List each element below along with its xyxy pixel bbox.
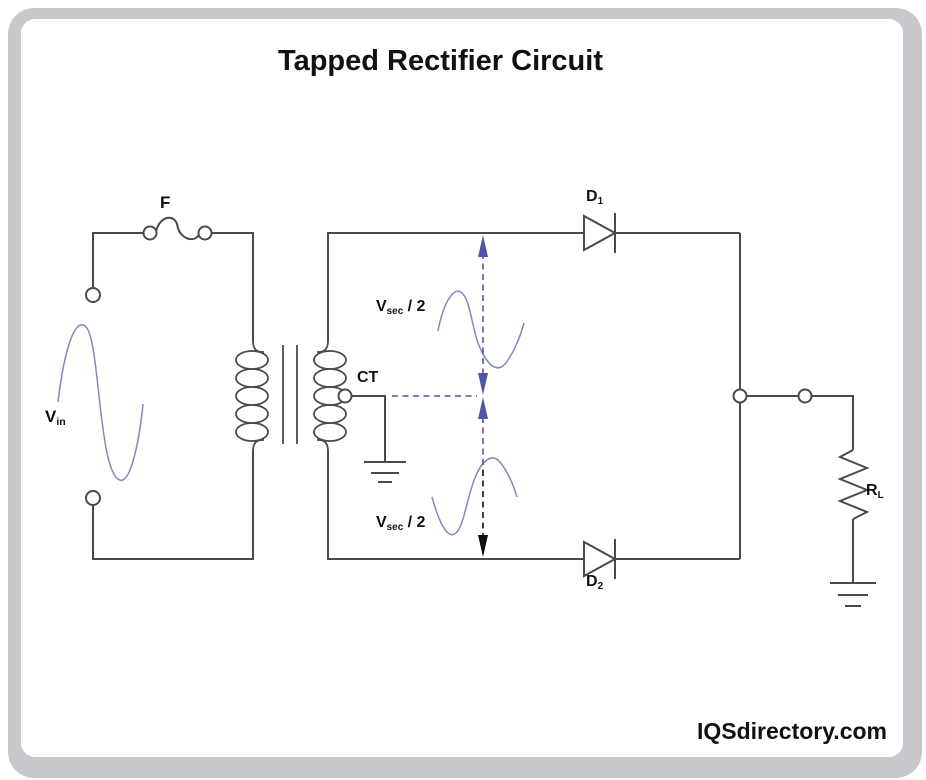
ground-symbol-load (830, 582, 876, 607)
output-node (732, 388, 748, 404)
diode2-triangle (583, 540, 618, 578)
watermark-text: IQSdirectory.com (696, 718, 887, 744)
center-tap-node (337, 388, 353, 404)
diode1-triangle (583, 214, 618, 252)
output-terminal (797, 388, 813, 404)
vin-label: Vin (45, 407, 66, 428)
center-tap-label: CT (357, 369, 379, 386)
input-terminals (85, 287, 101, 506)
coil-hook (316, 340, 329, 353)
arrowhead-down-mid (478, 373, 488, 395)
coil-hook (252, 439, 265, 452)
card-frame (8, 8, 922, 778)
coil-hook (316, 439, 329, 452)
transformer-core (282, 345, 298, 444)
output-terminals (732, 388, 813, 404)
fuse-label: F (160, 193, 171, 212)
secondary-bottom-sine-wave (431, 457, 518, 536)
input-terminal-bottom (85, 490, 101, 506)
input-sine-wave (57, 324, 144, 482)
coil-hook (252, 340, 265, 353)
wire-fuse-to-primary-coil (211, 232, 254, 341)
fuse-terminal-right (197, 225, 213, 241)
wire-to-load (811, 395, 854, 450)
load-resistor-zigzag (837, 449, 870, 520)
transformer (235, 340, 347, 452)
wire-top-left (92, 232, 144, 288)
wire-bottom-left (92, 451, 254, 560)
wire-secondary-bottom (327, 451, 740, 560)
input-terminal-top (85, 287, 101, 303)
ground-symbol-center-tap (364, 461, 406, 483)
secondary-top-sine-wave (437, 290, 525, 369)
diode1-label: D1 (586, 188, 604, 207)
waveforms (57, 290, 525, 536)
fuse-symbol (142, 225, 213, 241)
transformer-primary-winding (235, 340, 269, 452)
load-resistor-label: RL (866, 482, 884, 501)
diode-d1 (583, 213, 618, 253)
diagram-title: Tapped Rectifier Circuit (278, 45, 603, 78)
vsec-bottom-label: Vsec / 2 (376, 514, 426, 533)
card-surface (21, 19, 903, 757)
transformer-secondary-winding (313, 340, 347, 452)
wire-center-tap (351, 395, 386, 462)
diode2-label: D2 (586, 573, 604, 592)
voltage-measure-annotations (392, 235, 488, 557)
wire-secondary-top (327, 232, 740, 341)
arrowhead-up-top (478, 235, 488, 257)
fuse-element-curve (155, 216, 200, 241)
diode-d2 (583, 539, 618, 579)
fuse-terminal-left (142, 225, 158, 241)
primary-circuit-wires (92, 216, 254, 560)
arrowhead-up-mid (478, 397, 488, 419)
vsec-top-label: Vsec / 2 (376, 298, 426, 317)
arrowhead-down-bottom (478, 535, 488, 557)
